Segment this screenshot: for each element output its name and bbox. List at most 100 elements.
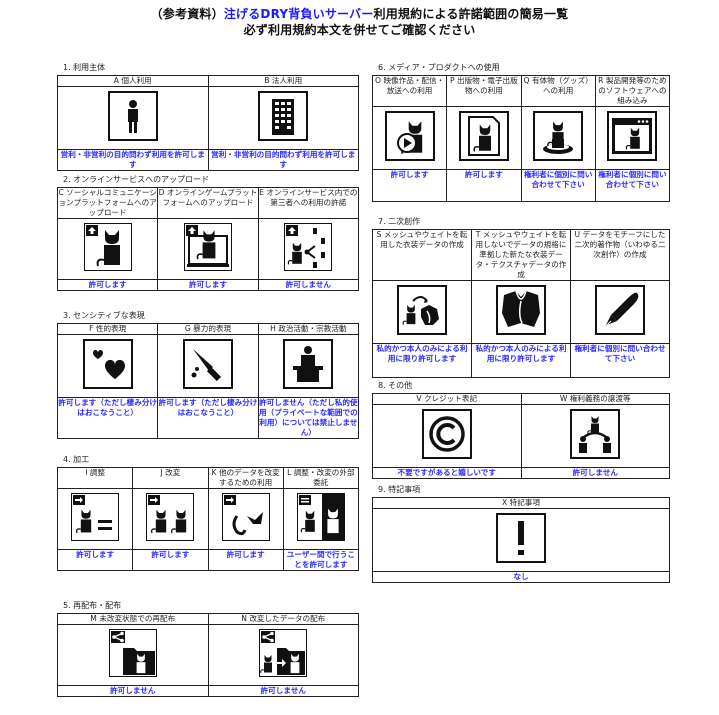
- result-text: 許可します: [132, 549, 209, 571]
- result-text: 許可します: [56, 279, 159, 291]
- item-label: H 政治活動・宗教活動: [257, 323, 360, 335]
- section-sensitive-expression: 3. センシティブな表現 F 性的表現 G 暴力的表現 H 政治活動・宗教活動 …: [56, 310, 360, 439]
- title-prefix: （参考資料）: [150, 7, 224, 21]
- item-label: X 特記事項: [372, 497, 670, 509]
- product-name: 注げるDRY背負いサーバー: [223, 7, 374, 21]
- section-derivative-works: 7. 二次創作 S メッシュやウェイトを転用した衣装データの作成 T メッシュや…: [372, 216, 670, 378]
- section-heading: 7. 二次創作: [378, 217, 421, 226]
- item-label: D オンラインゲームプラットフォームへのアップロード: [157, 187, 259, 219]
- permission-table: V クレジット表記 W 権利義務の譲渡等 不要ですがあると嬉しいです 許可しませ…: [372, 393, 670, 479]
- section-heading: 8. その他: [378, 381, 413, 390]
- item-label: S メッシュやウェイトを転用した衣装データの作成: [372, 229, 472, 281]
- redistribute-icon: [108, 629, 157, 677]
- result-text: 許可しません: [57, 685, 209, 697]
- hearts-icon: [82, 339, 133, 389]
- result-text: なし: [372, 571, 670, 583]
- software-window-icon: [607, 111, 658, 161]
- section-processing: 4. 加工 I 調整 J 改変 K 他のデータを改変するための利用 L 調整・改…: [56, 454, 360, 571]
- item-label: U データをモチーフにした二次的著作物（いわゆる二次創作）の作成: [570, 229, 670, 281]
- item-label: P 出版物・電子出版物への利用: [446, 75, 522, 107]
- section-media-product: 6. メディア・プロダクトへの使用 O 映像作品・配信・放送への利用 P 出版物…: [371, 62, 671, 202]
- item-label: F 性的表現: [56, 323, 159, 335]
- section-others: 8. その他 V クレジット表記 W 権利義務の譲渡等 不要ですがあると嬉しいで…: [372, 380, 670, 479]
- result-text: 許可します（ただし棲み分けはおこなうこと）: [56, 397, 159, 439]
- upload-game-icon: [183, 223, 232, 271]
- permission-table: C ソーシャルコミュニケーションプラットフォームへのアップロード D オンライン…: [56, 187, 360, 291]
- result-text: ユーザー間で行うことを許可します: [282, 549, 360, 571]
- item-label: J 改変: [132, 467, 209, 489]
- figure-goods-icon: [533, 111, 584, 161]
- item-label: R 製品開発等のためのソフトウェアへの組み込み: [594, 75, 671, 107]
- result-text: 不要ですがあると嬉しいです: [372, 467, 522, 479]
- item-label: V クレジット表記: [372, 393, 522, 405]
- outfit-new-icon: [496, 285, 546, 335]
- permission-table: A 個人利用 B 法人利用 営利・非営利の目的問わず利用を許可します 営利・非営…: [57, 75, 359, 171]
- building-icon: [258, 91, 309, 141]
- modify-icon: [146, 493, 195, 541]
- result-text: 許可しません（ただし私的使用（プライベートな範囲での利用）については禁止しません…: [257, 397, 360, 439]
- item-label: M 未改変状態での再配布: [57, 613, 209, 625]
- copyright-icon: [421, 409, 472, 459]
- item-label: B 法人利用: [207, 75, 359, 87]
- item-label: A 個人利用: [57, 75, 209, 87]
- rights-transfer-icon: [570, 409, 621, 459]
- item-label: G 暴力的表現: [157, 323, 259, 335]
- permission-table: S メッシュやウェイトを転用した衣装データの作成 T メッシュやウェイトを転用し…: [372, 229, 670, 378]
- section-special-notes: 9. 特記事項 X 特記事項 なし: [372, 484, 670, 583]
- section-heading: 5. 再配布・配布: [63, 601, 122, 610]
- outsource-icon: [296, 493, 345, 541]
- result-text: 許可します: [371, 169, 448, 202]
- redistribute-modified-icon: [259, 629, 308, 677]
- pen-nib-icon: [595, 285, 645, 335]
- section-heading: 6. メディア・プロダクトへの使用: [378, 63, 500, 72]
- section-heading: 3. センシティブな表現: [63, 311, 145, 320]
- result-text: 営利・非営利の目的問わず利用を許可します: [57, 149, 209, 171]
- section-heading: 9. 特記事項: [378, 485, 421, 494]
- item-label: E オンラインサービス内での第三者への利用の許諾: [257, 187, 360, 219]
- result-text: 私的かつ本人のみによる利用に限り許可します: [372, 343, 472, 378]
- section-redistribution: 5. 再配布・配布 M 未改変状態での再配布 N 改変したデータの配布 許可しま…: [57, 600, 359, 697]
- item-label: L 調整・改変の外部委託: [282, 467, 360, 489]
- outfit-transfer-icon: [397, 285, 447, 335]
- document-publication-icon: [458, 111, 509, 161]
- result-text: 許可します: [207, 549, 284, 571]
- upload-avatar-icon: [83, 223, 132, 271]
- result-text: 許可しません: [520, 467, 670, 479]
- adjust-equal-icon: [71, 493, 120, 541]
- section-heading: 2. オンラインサービスへのアップロード: [63, 175, 210, 184]
- permission-table: M 未改変状態での再配布 N 改変したデータの配布 許可しません 許可しません: [57, 613, 359, 697]
- result-text: 権利者に個別に問い合わせて下さい: [520, 169, 596, 202]
- section-online-upload: 2. オンラインサービスへのアップロード C ソーシャルコミュニケーションプラッ…: [56, 174, 360, 291]
- parts-reuse-icon: [221, 493, 270, 541]
- permission-table: I 調整 J 改変 K 他のデータを改変するための利用 L 調整・改変の外部委託…: [56, 467, 360, 571]
- item-label: O 映像作品・配信・放送への利用: [371, 75, 448, 107]
- result-text: 営利・非営利の目的問わず利用を許可します: [207, 149, 359, 171]
- permission-table: F 性的表現 G 暴力的表現 H 政治活動・宗教活動 許可します（ただし棲み分け…: [56, 323, 360, 439]
- video-play-icon: [384, 111, 435, 161]
- permission-table: X 特記事項 なし: [372, 497, 670, 583]
- knife-icon: [182, 339, 233, 389]
- upload-share-third-party-icon: [284, 223, 333, 271]
- item-label: W 権利義務の譲渡等: [520, 393, 670, 405]
- item-label: K 他のデータを改変するための利用: [207, 467, 284, 489]
- section-usage-subject: 1. 利用主体 A 個人利用 B 法人利用 営利・非営利の目的問わず利用を許可し…: [57, 62, 359, 171]
- item-label: I 調整: [56, 467, 134, 489]
- item-label: Q 有体物（グッズ）への利用: [520, 75, 596, 107]
- result-text: 許可します: [56, 549, 134, 571]
- title-suffix: 利用規約による許諾範囲の簡易一覧: [373, 7, 569, 21]
- exclamation-icon: [496, 513, 546, 563]
- title-line: （参考資料）注げるDRY背負いサーバー利用規約による許諾範囲の簡易一覧: [0, 6, 719, 22]
- person-icon: [107, 91, 158, 141]
- item-label: N 改変したデータの配布: [207, 613, 359, 625]
- page-title: （参考資料）注げるDRY背負いサーバー利用規約による許諾範囲の簡易一覧 必ず利用…: [0, 6, 719, 38]
- podium-speaker-icon: [283, 339, 334, 389]
- result-text: 許可します: [157, 279, 259, 291]
- result-text: 権利者に個別に問い合わせて下さい: [594, 169, 671, 202]
- section-heading: 1. 利用主体: [63, 63, 106, 72]
- result-text: 許可します: [446, 169, 522, 202]
- result-text: 許可しません: [207, 685, 359, 697]
- result-text: 許可します（ただし棲み分けはおこなうこと）: [157, 397, 259, 439]
- result-text: 権利者に個別に問い合わせて下さい: [570, 343, 670, 378]
- result-text: 私的かつ本人のみによる利用に限り許可します: [471, 343, 571, 378]
- section-heading: 4. 加工: [63, 455, 90, 464]
